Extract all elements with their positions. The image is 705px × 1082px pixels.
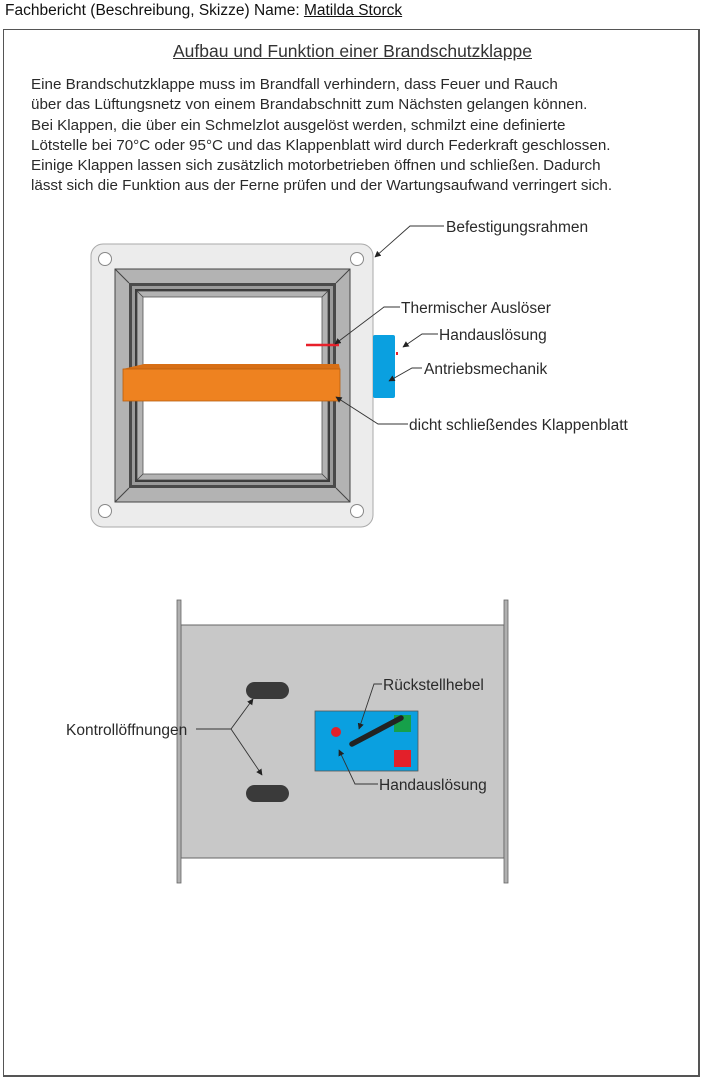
student-name: Matilda Storck bbox=[303, 2, 403, 19]
label-inspection-openings: Kontrollöffnungen bbox=[66, 722, 187, 739]
label-mounting-frame: Befestigungsrahmen bbox=[446, 219, 588, 236]
damper-blade bbox=[122, 364, 341, 402]
intro-paragraph: Eine Brandschutzklappe muss im Brandfall… bbox=[31, 75, 701, 197]
drive-mechanism-box bbox=[373, 335, 395, 398]
front-view-diagram: Befestigungsrahmen Thermischer Auslöser … bbox=[90, 219, 629, 528]
intro-line: lässt sich die Funktion aus der Ferne pr… bbox=[31, 177, 613, 195]
header-label: Fachbericht (Beschreibung, Skizze) Name: bbox=[5, 2, 304, 19]
leader-drive-mechanism bbox=[388, 367, 422, 382]
reset-lever bbox=[349, 715, 404, 747]
intro-line: Bei Klappen, die über ein Schmelzlot aus… bbox=[31, 116, 566, 134]
mounting-hole bbox=[350, 504, 364, 518]
label-reset-lever: Rückstellhebel bbox=[383, 677, 484, 694]
manual-release-pin bbox=[396, 352, 398, 355]
mounting-hole bbox=[98, 504, 112, 518]
manual-release-button bbox=[331, 727, 341, 737]
leader-reset-lever bbox=[357, 683, 382, 730]
mounting-hole bbox=[350, 252, 364, 266]
label-thermal-trigger: Thermischer Auslöser bbox=[401, 300, 551, 317]
side-view-diagram: Kontrollöffnungen Rückstellhebel Handaus… bbox=[66, 599, 509, 884]
label-drive-mechanism: Antriebsmechanik bbox=[424, 361, 547, 378]
leader-mounting-frame bbox=[374, 225, 444, 258]
leader-damper-blade bbox=[335, 396, 408, 425]
label-manual-release-front: Handauslösung bbox=[439, 327, 547, 344]
page-title: Aufbau und Funktion einer Brandschutzkla… bbox=[0, 41, 705, 62]
report-sheet-border bbox=[3, 29, 700, 1077]
page-title-text: Aufbau und Funktion einer Brandschutzkla… bbox=[173, 41, 532, 61]
intro-line: Lötstelle bei 70°C oder 95°C und das Kla… bbox=[31, 136, 611, 154]
label-damper-blade: dicht schließendes Klappenblatt bbox=[409, 417, 629, 434]
inspection-opening-top bbox=[246, 682, 289, 699]
intro-line: Einige Klappen lassen sich zusätzlich mo… bbox=[31, 157, 601, 175]
report-header: Fachbericht (Beschreibung, Skizze) Name:… bbox=[5, 2, 402, 20]
leader-thermal-trigger bbox=[334, 306, 400, 345]
indicator-red bbox=[394, 750, 411, 767]
label-manual-release-side: Handauslösung bbox=[379, 777, 487, 794]
leader-manual-release bbox=[402, 333, 438, 348]
duct-flange-right bbox=[503, 599, 509, 884]
intro-line: über das Lüftungsnetz von einem Brandabs… bbox=[31, 96, 588, 114]
intro-line: Eine Brandschutzklappe muss im Brandfall… bbox=[31, 76, 558, 93]
leader-manual-release-side bbox=[338, 749, 378, 785]
duct-flange-left bbox=[176, 599, 182, 884]
mounting-hole bbox=[98, 252, 112, 266]
inspection-opening-bottom bbox=[246, 785, 289, 802]
leader-inspection-openings-2 bbox=[230, 728, 263, 776]
